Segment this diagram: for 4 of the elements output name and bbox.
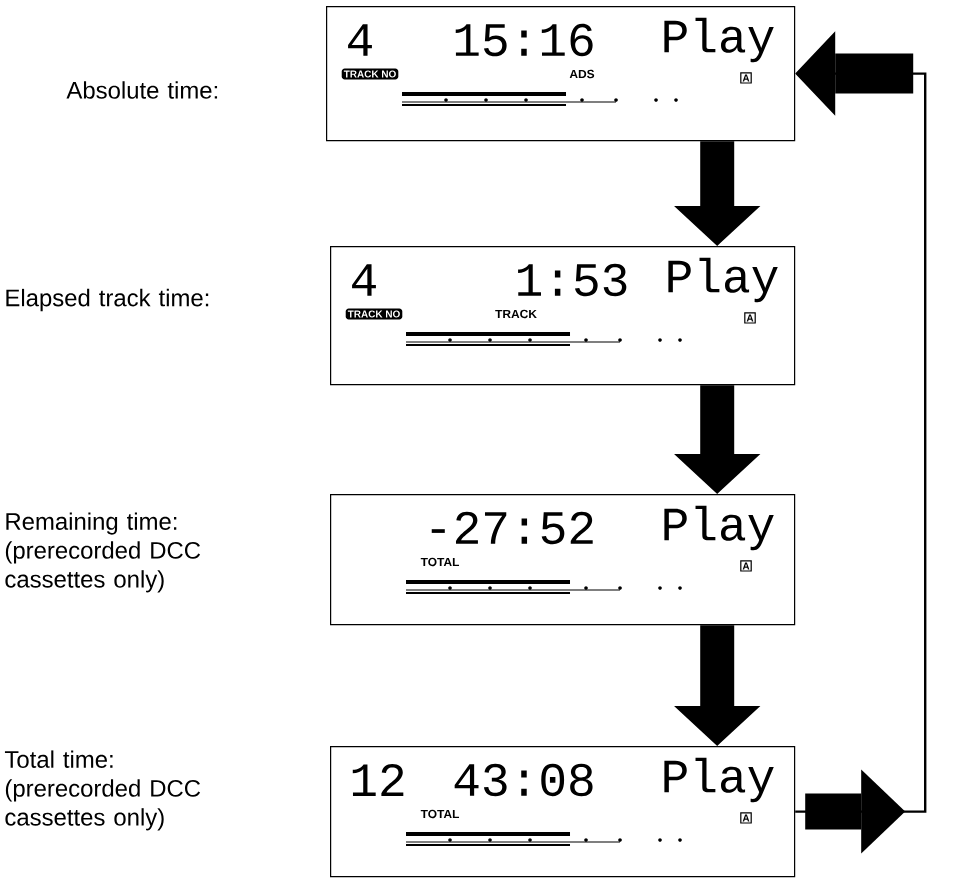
display-label: Total time: (prerecorded DCC cassettes only) <box>4 750 201 831</box>
display-label: Remaining time: (prerecorded DCC cassettes only) <box>5 512 201 593</box>
display-label: Elapsed track time: <box>6 288 209 312</box>
display-label: Absolute time: <box>66 81 218 99</box>
